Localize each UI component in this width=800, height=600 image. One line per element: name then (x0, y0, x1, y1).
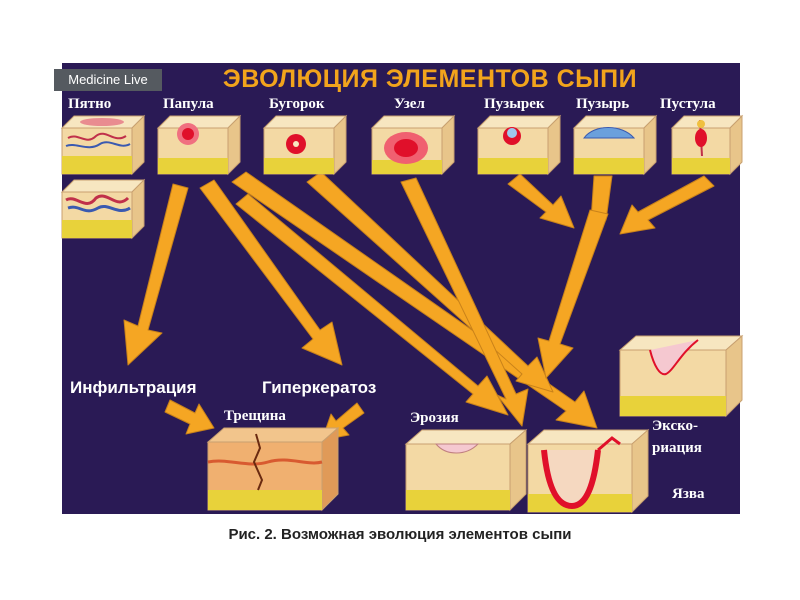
arrow-tubercle-ulcer (231, 171, 598, 429)
arrow-vesicle-merge (507, 173, 575, 229)
label-erosion: Эрозия (410, 410, 459, 426)
skin-block-bulla (572, 114, 658, 176)
arrow-pustule-merge (619, 175, 715, 235)
label-ulcer: Язва (672, 486, 705, 502)
arrow-infiltration-fissure (164, 399, 215, 435)
skin-block-spot-vascular (60, 178, 146, 240)
skin-block-papule (156, 114, 242, 176)
skin-block-fissure (206, 426, 340, 512)
skin-block-excoriation (618, 334, 744, 418)
arrow-merge-ulcer (537, 209, 609, 379)
diagram-title: ЭВОЛЮЦИЯ ЭЛЕМЕНТОВ СЫПИ (222, 65, 638, 93)
watermark-badge: Medicine Live (54, 69, 162, 91)
skin-block-vesicle (476, 114, 562, 176)
skin-block-erosion (404, 428, 528, 512)
skin-block-node (370, 114, 456, 176)
skin-block-pustule (670, 114, 744, 176)
label-pustule: Пустула (660, 96, 716, 112)
arrow-node-erosion (400, 177, 529, 427)
label-fissure: Трещина (224, 408, 286, 424)
label-spot: Пятно (68, 96, 112, 112)
label-excoriation-1: Экско- (652, 418, 699, 434)
label-vesicle: Пузырек (484, 96, 545, 112)
arrow-papule-infiltration (123, 183, 189, 366)
skin-block-spot (60, 114, 146, 176)
label-tubercle: Бугорок (269, 96, 325, 112)
label-bulla: Пузырь (576, 96, 630, 112)
skin-block-tubercle (262, 114, 348, 176)
figure-caption: Рис. 2. Возможная эволюция элементов сып… (228, 526, 572, 543)
label-papule: Папула (163, 96, 214, 112)
label-infiltration: Инфильтрация (70, 378, 197, 397)
skin-block-ulcer (526, 428, 650, 514)
label-excoriation-2: риация (652, 440, 702, 456)
arrow-papule-hyperkeratosis (199, 179, 343, 366)
label-node: Узел (394, 96, 425, 112)
label-hyperkeratosis: Гиперкератоз (262, 378, 377, 397)
